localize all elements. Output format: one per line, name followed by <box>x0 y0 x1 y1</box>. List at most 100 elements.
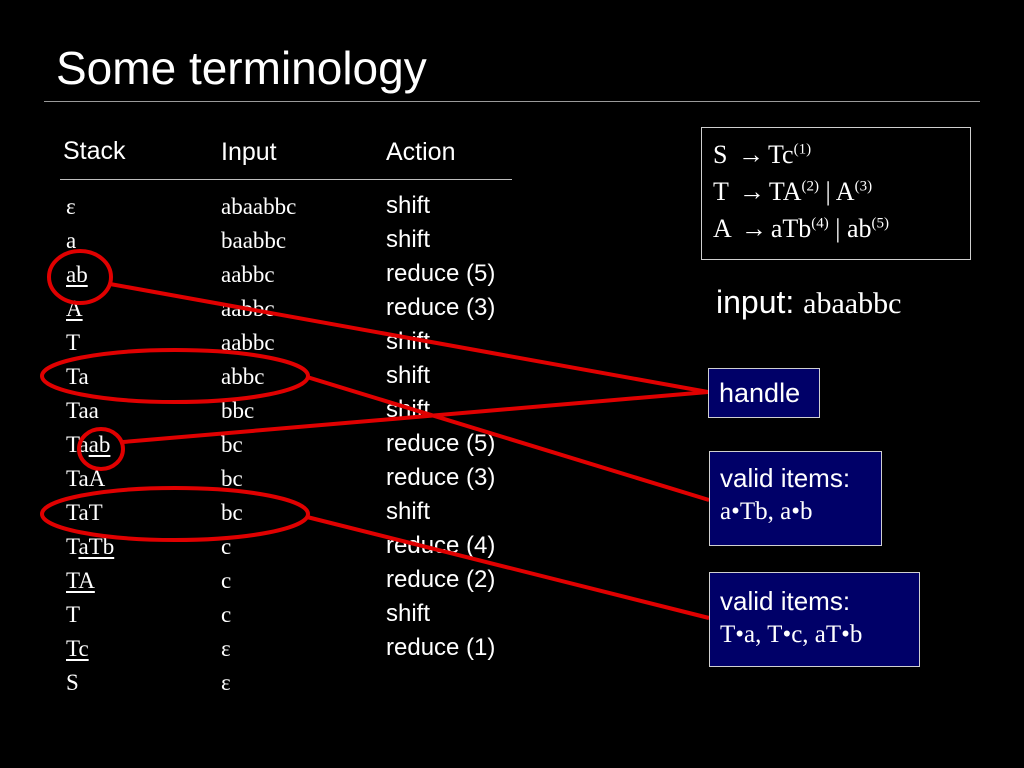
stack-handle: TA <box>66 568 95 593</box>
input-cell: c <box>221 568 232 593</box>
rule-body: ab <box>846 214 872 243</box>
stack-cell: Ta <box>66 360 114 394</box>
action-cell: reduce (2) <box>386 566 496 593</box>
stack-plain: TaT <box>66 500 103 525</box>
rule-lhs: T <box>713 177 729 206</box>
stack-plain: a <box>66 228 77 253</box>
action-cell: reduce (1) <box>386 634 496 661</box>
grammar-rule: A →aTb(4) | ab(5) <box>713 210 970 247</box>
stack-handle: Tc <box>66 636 89 661</box>
stack-cell: TA <box>66 564 114 598</box>
input-cell: abbc <box>221 364 265 389</box>
valid-items-callout-2: valid items: T•a, T•c, aT•b <box>709 572 920 667</box>
rule-body: aTb <box>770 214 812 243</box>
stack-plain: ε <box>66 194 76 219</box>
rule-body: A <box>835 177 855 206</box>
rule-number: (5) <box>871 215 890 232</box>
rule-separator: | <box>825 177 831 206</box>
action-header: Action <box>386 138 456 166</box>
rule-number: (2) <box>801 178 820 195</box>
input-cell: bc <box>221 500 243 525</box>
line-aab-to-handle <box>122 390 709 444</box>
input-cell: ε <box>221 670 231 695</box>
rule-arrow: → <box>738 177 765 206</box>
grammar-rule: S →Tc(1) <box>713 136 970 173</box>
stack-plain: Taa <box>66 398 99 423</box>
action-cell: reduce (3) <box>386 294 496 321</box>
circle-ta-row <box>40 348 310 404</box>
rule-arrow: → <box>737 140 764 169</box>
action-cell: shift <box>386 226 431 253</box>
valid-items-list: T•a, T•c, aT•b <box>720 621 863 648</box>
circle-ab <box>47 249 113 305</box>
stack-header: Stack <box>63 137 126 165</box>
rule-number: (1) <box>793 141 812 158</box>
slide-title: Some terminology <box>56 42 427 94</box>
rule-body: Tc <box>767 140 794 169</box>
circle-tat-row <box>40 486 310 542</box>
stack-cell: T <box>66 326 114 360</box>
line-ab-to-handle <box>109 282 709 394</box>
input-cell: ε <box>221 636 231 661</box>
stack-cell: TaTb <box>66 530 114 564</box>
valid-items-label: valid items: <box>720 463 851 493</box>
input-cell: c <box>221 534 232 559</box>
action-cell: shift <box>386 600 431 627</box>
valid-items-callout-1: valid items: a•Tb, a•b <box>709 451 882 546</box>
stack-cell: ab <box>66 258 114 292</box>
action-cell: reduce (5) <box>386 260 496 287</box>
input-cell: abaabbc <box>221 194 297 219</box>
stack-handle: ab <box>88 432 111 457</box>
action-cell: reduce (3) <box>386 464 496 491</box>
rule-lhs: S <box>713 140 728 169</box>
header-divider <box>60 179 512 180</box>
rule-number: (3) <box>854 178 873 195</box>
stack-cell: TaT <box>66 496 114 530</box>
title-divider <box>44 101 980 102</box>
action-cell: shift <box>386 192 431 219</box>
grammar-box: S →Tc(1)T →TA(2) | A(3)A →aTb(4) | ab(5) <box>701 127 971 260</box>
input-value: abaabbc <box>803 287 902 320</box>
input-cell: aabbc <box>221 262 275 287</box>
stack-plain: S <box>66 670 79 695</box>
stack-plain: T <box>66 534 79 559</box>
input-label: input: <box>716 284 795 320</box>
line-tat-to-valid2 <box>306 515 710 620</box>
input-cell: bc <box>221 432 243 457</box>
action-cell: shift <box>386 498 431 525</box>
valid-items-list: a•Tb, a•b <box>720 498 813 525</box>
stack-plain: T <box>66 330 81 355</box>
input-cell: bc <box>221 466 243 491</box>
input-string: input: abaabbc <box>716 282 901 324</box>
input-header: Input <box>221 138 277 166</box>
rule-arrow: → <box>740 214 767 243</box>
rule-number: (4) <box>811 215 829 232</box>
stack-cell: T <box>66 598 114 632</box>
valid-items-label: valid items: <box>720 586 851 616</box>
rule-body: TA <box>768 177 802 206</box>
action-cell: reduce (4) <box>386 532 496 559</box>
input-cell: baabbc <box>221 228 287 253</box>
rule-lhs: A <box>713 214 731 243</box>
grammar-rule: T →TA(2) | A(3) <box>713 173 970 210</box>
input-cell: bbc <box>221 398 255 423</box>
stack-cell: Taa <box>66 394 114 428</box>
handle-callout: handle <box>708 368 820 418</box>
input-cell: c <box>221 602 232 627</box>
stack-cell: Tc <box>66 632 114 666</box>
stack-cell: ε <box>66 190 114 224</box>
stack-plain: Ta <box>66 364 89 389</box>
stack-cell: S <box>66 666 114 700</box>
action-column: shift shift reduce (5) reduce (3) shift shift… <box>386 189 495 699</box>
action-cell: reduce (5) <box>386 430 496 457</box>
line-ta-to-valid1 <box>306 375 710 502</box>
stack-cell: a <box>66 224 114 258</box>
action-cell: shift <box>386 362 431 389</box>
stack-plain: T <box>66 602 81 627</box>
stack-handle: ab <box>66 262 88 287</box>
rule-separator: | <box>835 214 841 243</box>
circle-aab <box>77 427 125 471</box>
